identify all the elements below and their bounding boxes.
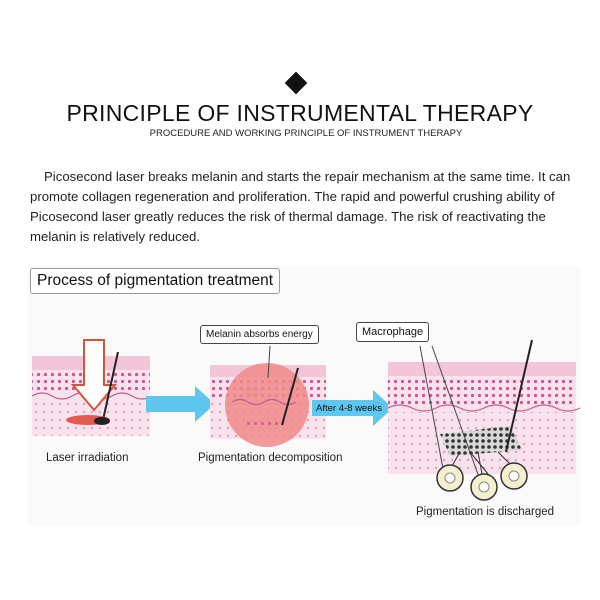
melanin-callout: Melanin absorbs energy [200, 325, 319, 344]
stage1-caption: Laser irradiation [46, 452, 129, 464]
laser-arrow-icon [70, 339, 118, 412]
macrophage-icon [436, 451, 528, 501]
hair-follicle-icon [66, 351, 119, 425]
process-arrow-1 [146, 386, 215, 422]
process-arrow-2 [312, 390, 393, 426]
stage2-caption: Pigmentation decomposition [198, 452, 343, 464]
page-title: PRINCIPLE OF INSTRUMENTAL THERAPY [66, 100, 534, 126]
page-subtitle: PROCEDURE AND WORKING PRINCIPLE OF INSTR… [149, 128, 463, 139]
arrow-time-label: After 4-8 weeks [316, 403, 382, 414]
skin-block-stage3 [387, 339, 581, 481]
process-label: Process of pigmentation treatment [30, 268, 281, 294]
description-paragraph: Picosecond laser breaks melanin and star… [30, 169, 571, 244]
skin-block-stage2 [210, 345, 326, 447]
stage3-caption: Pigmentation is discharged [416, 506, 555, 518]
macrophage-callout: Macrophage [356, 322, 430, 342]
